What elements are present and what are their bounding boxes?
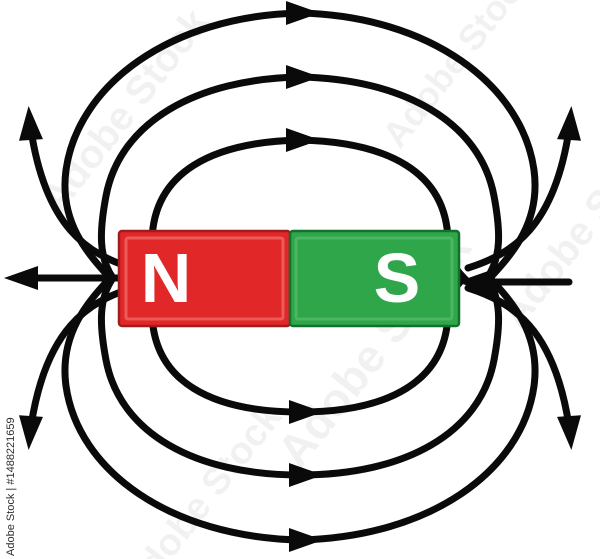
south-pole-body — [288, 229, 461, 328]
field-line-upper-right — [464, 126, 573, 272]
arrow-right-icon — [289, 400, 323, 424]
arrow-down-icon — [19, 415, 43, 450]
field-line-upper-left — [27, 126, 136, 272]
stock-attribution-watermark: Adobe Stock | #1488221659 — [5, 417, 17, 556]
north-pole-label: N — [141, 239, 192, 317]
north-pole-bevel — [124, 236, 285, 321]
arrowheads — [4, 1, 581, 552]
arrow-right-icon — [286, 128, 320, 152]
magnet-south-pole: S — [288, 229, 461, 328]
arrow-left-icon — [457, 270, 491, 294]
south-pole-bevel — [294, 236, 454, 321]
arrow-down-icon — [557, 415, 581, 450]
arrow-right-icon — [286, 65, 320, 89]
magnet-north-pole: N — [117, 229, 292, 328]
field-line-lower-right — [464, 284, 573, 430]
bar-magnet: N S — [117, 229, 461, 328]
arrow-up-icon — [557, 106, 581, 141]
arrow-right-icon — [289, 528, 323, 552]
field-line-lower-left — [27, 284, 136, 430]
arrow-up-icon — [19, 106, 43, 141]
south-pole-label: S — [374, 239, 421, 317]
arrow-right-icon — [286, 1, 320, 25]
arrow-right-icon — [289, 463, 323, 487]
arrow-left-icon — [4, 266, 38, 290]
